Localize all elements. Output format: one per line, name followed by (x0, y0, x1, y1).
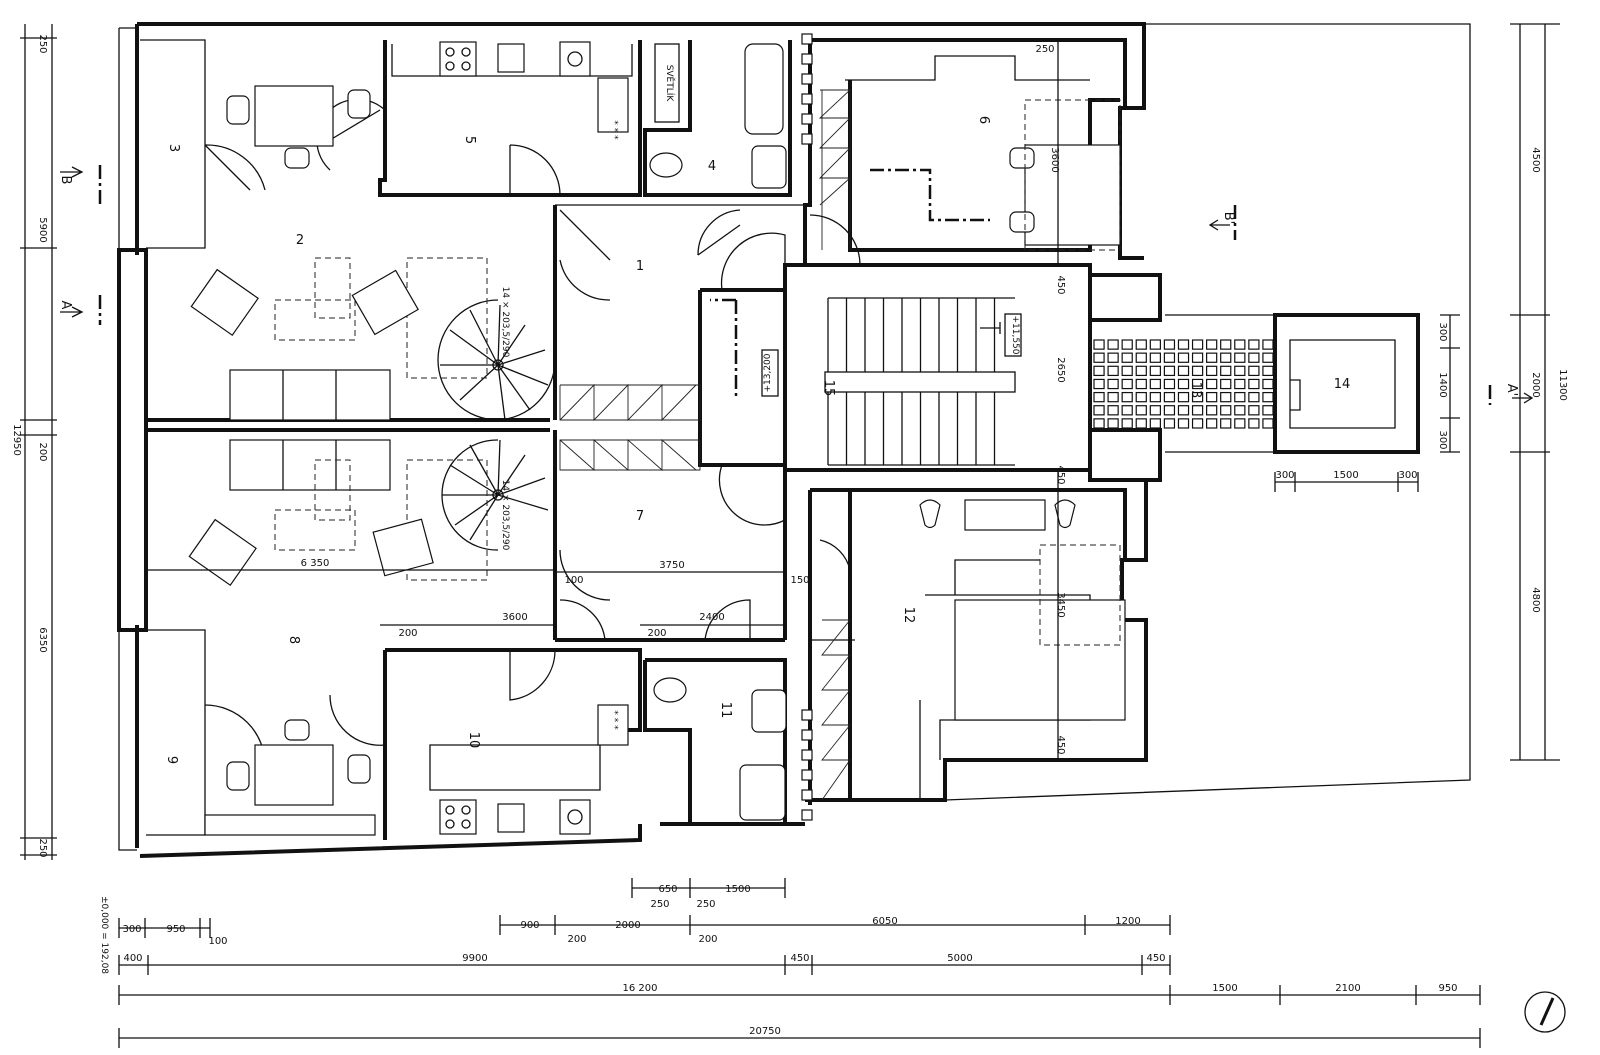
room-labels: 1 2 3 4 5 6 7 8 9 10 11 12 13 14 15 (164, 116, 1350, 764)
section-lines (98, 165, 1492, 405)
zigzag-ramps (559, 89, 852, 801)
room-10: 10 (466, 732, 481, 749)
dimension-texts: 250 5900 200 6350 250 12950 4500 2000 48… (11, 34, 1568, 1037)
room-4: 4 (708, 159, 716, 174)
doors (204, 98, 861, 766)
dim-bottom-20750: 20750 (749, 1026, 781, 1037)
spiral-stair-upper (437, 299, 556, 421)
dim-bottom-1500: 1500 (725, 884, 750, 895)
dim-right-4800: 4800 (1530, 587, 1541, 612)
north-arrow-icon (1524, 991, 1566, 1033)
dim-bottom-16200: 16 200 (623, 983, 658, 994)
dim-bottom-300: 300 (122, 924, 141, 935)
annotations: SVĚTLÍK 14 × 203,5/290 14 × 203,5/290 +1… (99, 43, 1022, 974)
dim-bottom-450-a: 450 (790, 953, 809, 964)
dim-bottom-1500-b: 1500 (1212, 983, 1237, 994)
room-15: 15 (821, 380, 836, 397)
dim-elev-h-300-left: 300 (1275, 470, 1294, 481)
section-a-right: A' (1504, 384, 1519, 396)
room-5: 5 (462, 136, 477, 144)
section-b-right: B' (1221, 212, 1236, 225)
dim-bottom-250-b: 250 (696, 899, 715, 910)
section-a-left: A (58, 301, 73, 310)
stars-upper: * * * (609, 120, 619, 140)
dim-bottom-250-a: 250 (650, 899, 669, 910)
bridge-grid (1093, 314, 1275, 453)
dimension-lines (20, 23, 1560, 1048)
dim-elev-h-300-right: 300 (1398, 470, 1417, 481)
dim-bottom-950: 950 (166, 924, 185, 935)
dim-elev-1400: 1400 (1437, 372, 1448, 397)
stars-lower: * * * (609, 710, 619, 730)
dim-left-250-bottom: 250 (37, 838, 48, 857)
dim-left-200: 200 (37, 442, 48, 461)
dim-bottom-450-b: 450 (1146, 953, 1165, 964)
dim-3450: 3450 (1055, 592, 1066, 617)
dim-bottom-200-a: 200 (567, 934, 586, 945)
dim-left-250-top: 250 (37, 34, 48, 53)
dim-200-b: 200 (647, 628, 666, 639)
dim-3750: 3750 (659, 560, 684, 571)
dim-right-4500: 4500 (1530, 147, 1541, 172)
dim-3600: 3600 (502, 612, 527, 623)
room-14: 14 (1334, 377, 1351, 392)
dim-250-r6: 250 (1035, 44, 1054, 55)
dim-bottom-100: 100 (208, 936, 227, 947)
room-7: 7 (636, 509, 644, 524)
level-13200: +13,200 (763, 353, 773, 392)
dim-elev-h-1500: 1500 (1333, 470, 1358, 481)
dim-450-b: 450 (1055, 465, 1066, 484)
room-12: 12 (901, 607, 916, 624)
room-2: 2 (296, 233, 304, 248)
room-6: 6 (976, 116, 991, 124)
spiral-stair-lower (441, 439, 549, 551)
dim-elev-300-bottom: 300 (1437, 430, 1448, 449)
dim-bottom-900: 900 (520, 920, 539, 931)
dim-2400: 2400 (699, 612, 724, 623)
dim-bottom-400: 400 (123, 953, 142, 964)
dim-bottom-9900: 9900 (462, 953, 487, 964)
dim-bottom-2100: 2100 (1335, 983, 1360, 994)
level-11550: +11,550 (1010, 315, 1020, 354)
svetlik-label: SVĚTLÍK (664, 65, 676, 103)
room-11: 11 (718, 702, 733, 719)
dim-6350: 6 350 (301, 558, 330, 569)
outer-walls (117, 22, 1471, 858)
room-1: 1 (636, 259, 644, 274)
furniture (188, 33, 1126, 836)
room-13: 13 (1188, 382, 1203, 399)
dim-200-a: 200 (398, 628, 417, 639)
dim-450-c: 450 (1055, 735, 1066, 754)
dim-right-11300: 11300 (1557, 369, 1568, 401)
dim-bottom-200-b: 200 (698, 934, 717, 945)
dim-bottom-5000: 5000 (947, 953, 972, 964)
section-markers: B A B' A' (58, 166, 1534, 404)
dim-150: 150 (790, 575, 809, 586)
dim-100: 100 (564, 575, 583, 586)
dim-bottom-950-b: 950 (1438, 983, 1457, 994)
main-stair (824, 297, 1016, 466)
room-3: 3 (166, 144, 181, 152)
dim-bottom-2000: 2000 (615, 920, 640, 931)
room-9: 9 (164, 756, 179, 764)
level-reference: ±0,000 = 192,08 (99, 896, 109, 974)
dim-elev-300-top: 300 (1437, 322, 1448, 341)
dim-3600-r6: 3600 (1049, 147, 1060, 172)
dim-left-5900: 5900 (37, 217, 48, 242)
room-8: 8 (286, 636, 301, 644)
dim-right-2000: 2000 (1530, 372, 1541, 397)
dim-2650: 2650 (1055, 357, 1066, 382)
dim-left-12950: 12950 (11, 424, 22, 456)
dim-bottom-1200: 1200 (1115, 916, 1140, 927)
stair-spec-upper: 14 × 203,5/290 (500, 287, 510, 358)
dim-left-6350: 6350 (37, 627, 48, 652)
dim-450-a: 450 (1055, 275, 1066, 294)
dim-bottom-6050: 6050 (872, 916, 897, 927)
stair-spec-lower: 14 × 203,5/290 (500, 480, 510, 551)
section-b-left: B (58, 176, 73, 185)
dim-bottom-650: 650 (658, 884, 677, 895)
